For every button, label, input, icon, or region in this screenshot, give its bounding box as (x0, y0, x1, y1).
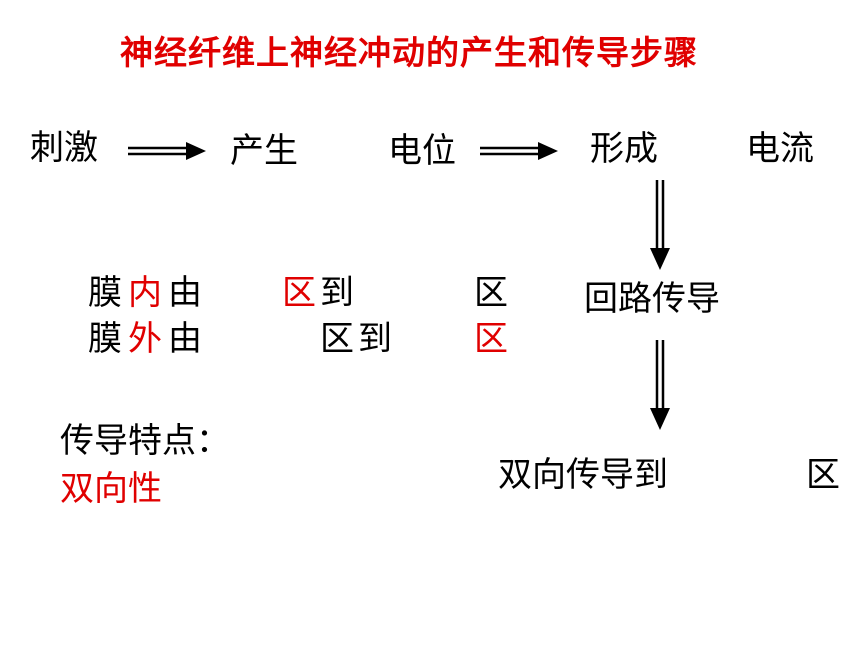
membrane-inner-zone2: 区 (474, 273, 508, 313)
membrane-inner-row: 膜 内 由 区 到 区 (88, 276, 508, 312)
membrane-inner-to: 到 (320, 273, 354, 313)
membrane-inner-from: 由 (168, 273, 202, 313)
membrane-outer-zone1: 区 (320, 319, 354, 359)
membrane-outer-from: 由 (168, 319, 202, 359)
potential-label: 电位 (388, 131, 456, 171)
membrane-outer-to: 到 (358, 319, 392, 359)
membrane-outer-side: 外 (128, 319, 162, 359)
membrane-inner-side: 内 (128, 273, 162, 313)
membrane-outer-zone2: 区 (474, 319, 508, 359)
produce-label: 产生 (230, 131, 298, 171)
features-value: 双向性 (60, 469, 162, 509)
membrane-outer-prefix: 膜 (88, 319, 122, 359)
bidirectional-zone: 区 (806, 455, 840, 495)
bidirectional-label: 双向传导到 (498, 455, 668, 495)
membrane-outer-row: 膜 外 由 区 到 区 (88, 322, 508, 358)
stimulus-label: 刺激 (30, 128, 98, 168)
features-heading: 传导特点： (60, 421, 230, 461)
form-label: 形成 (590, 129, 658, 169)
double-arrow-down-2 (650, 340, 670, 430)
double-arrow-right-2 (480, 142, 558, 160)
double-arrow-right-1 (128, 142, 206, 160)
page-title: 神经纤维上神经冲动的产生和传导步骤 (120, 33, 698, 72)
membrane-inner-prefix: 膜 (88, 273, 122, 313)
membrane-inner-zone1: 区 (282, 273, 316, 313)
current-label: 电流 (746, 129, 814, 169)
loop-conduct-label: 回路传导 (584, 279, 720, 319)
double-arrow-down-1 (650, 180, 670, 270)
